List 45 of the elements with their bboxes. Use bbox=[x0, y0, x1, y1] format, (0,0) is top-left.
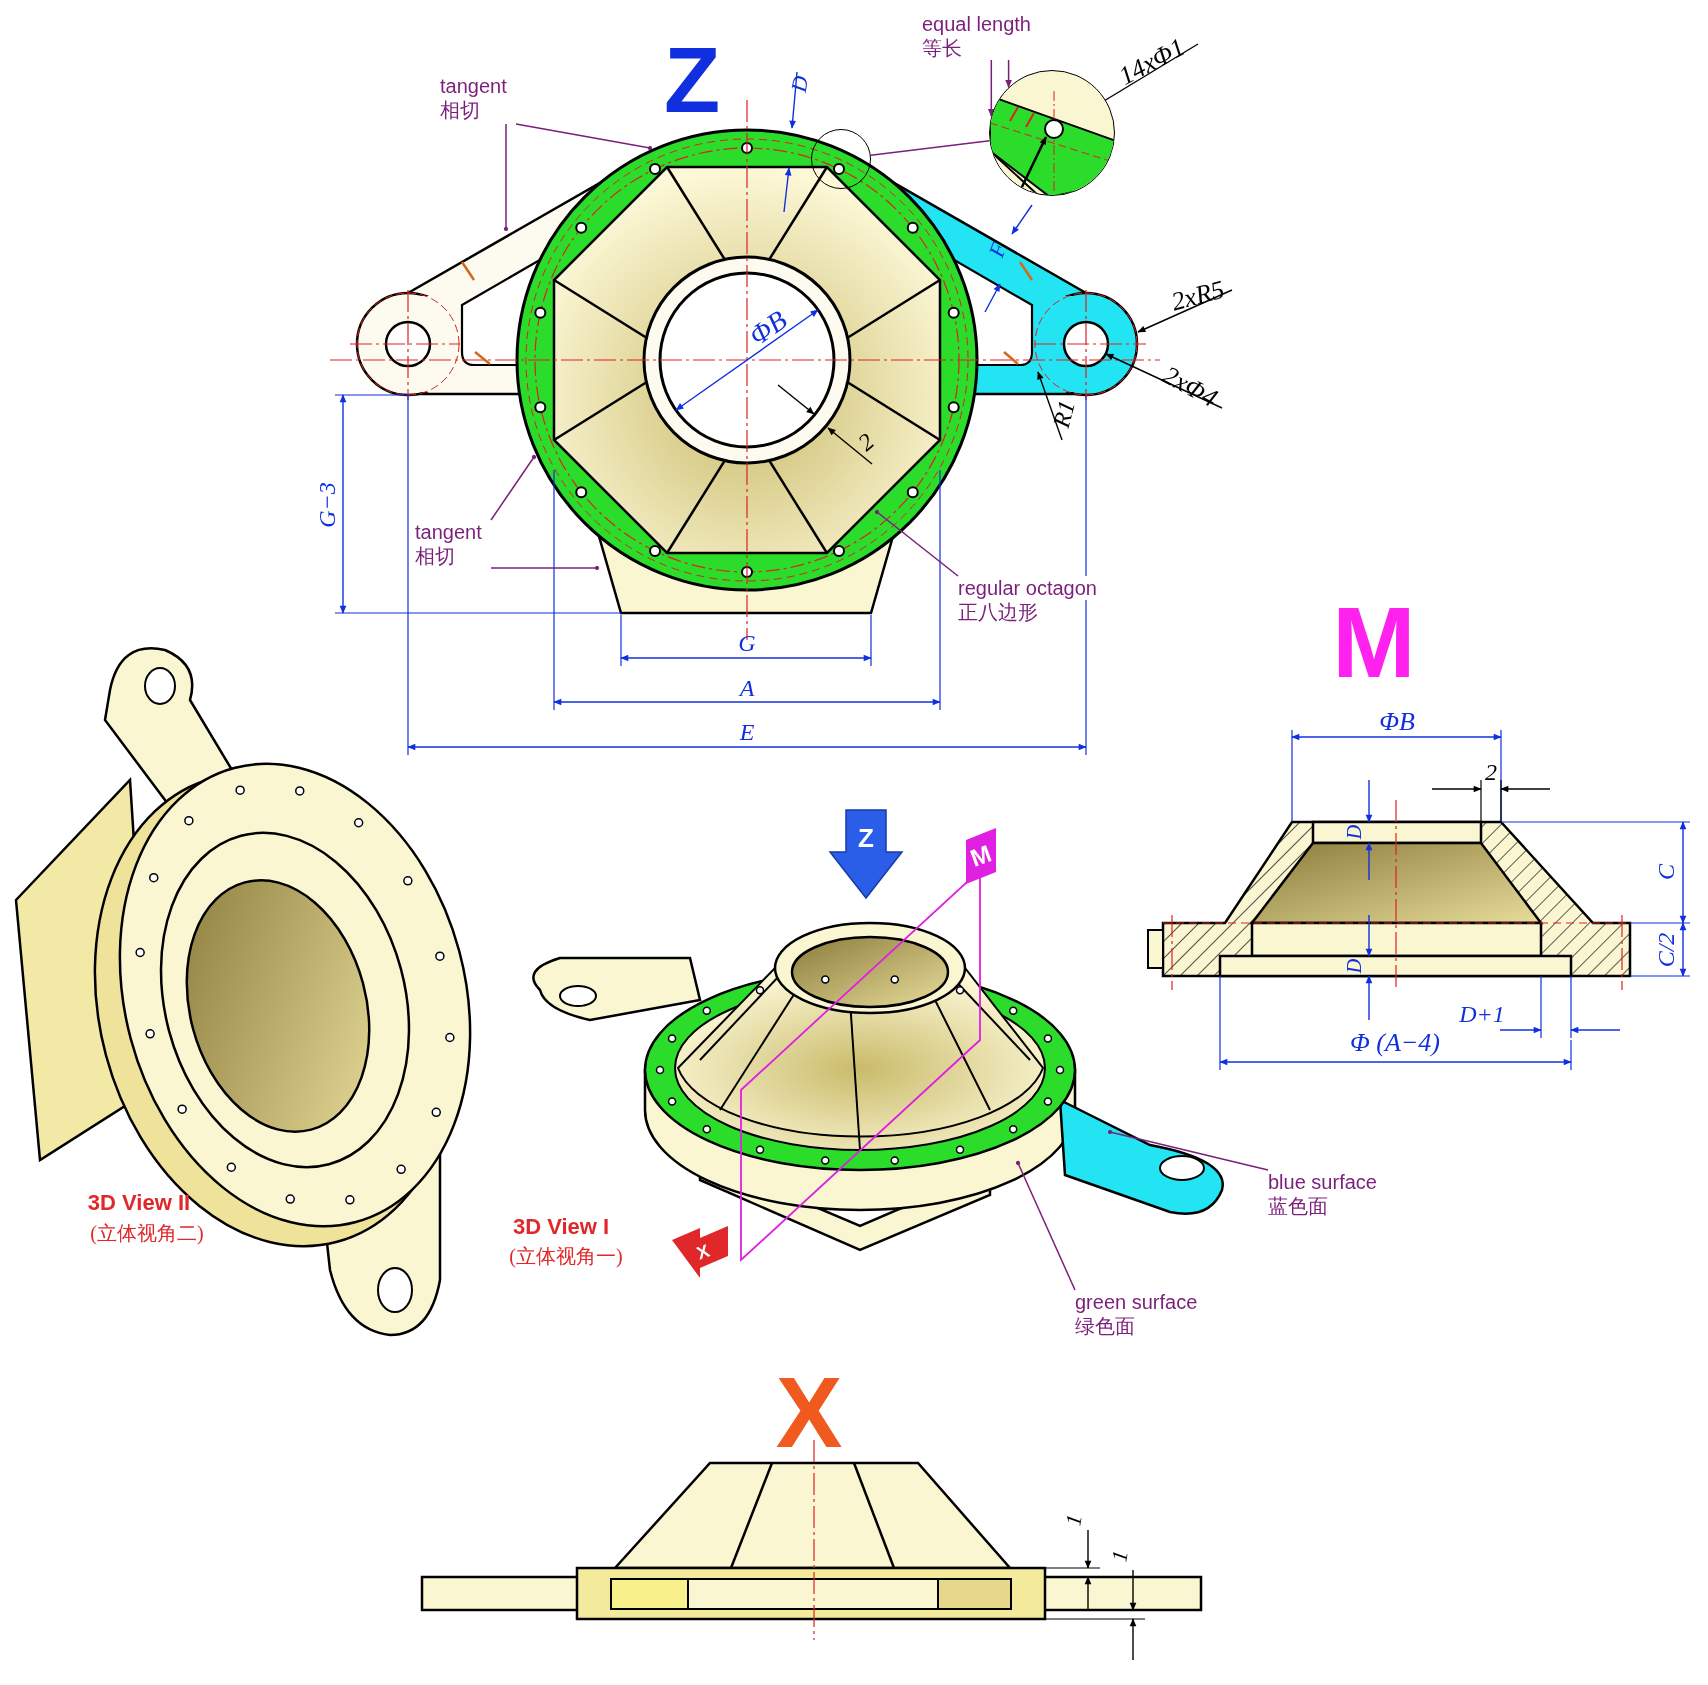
callout-text: 相切 bbox=[415, 544, 455, 568]
leader-line bbox=[874, 509, 959, 577]
view-letter: X bbox=[775, 1362, 843, 1462]
view-title: 3D View I bbox=[512, 1216, 610, 1238]
leader-line bbox=[490, 565, 600, 571]
leader-line bbox=[1107, 1129, 1269, 1171]
dimension-text: D bbox=[1344, 824, 1364, 840]
dimension-text: D+1 bbox=[1459, 1002, 1505, 1026]
dimension-text: E bbox=[739, 720, 755, 744]
dimension-text: F bbox=[985, 239, 1011, 261]
callout-text: regular octagon bbox=[958, 576, 1097, 600]
callout-text: 正八边形 bbox=[958, 600, 1038, 624]
dimension-text: 2xR5 bbox=[1168, 276, 1228, 316]
dimension-text: R1 bbox=[1048, 398, 1080, 430]
view-letter: M bbox=[1332, 592, 1416, 692]
dimension-text: ΦB bbox=[744, 305, 792, 351]
flag-letter: M bbox=[967, 841, 995, 871]
callout-text: 绿色面 bbox=[1075, 1314, 1135, 1338]
dimension-text: ΦB bbox=[1379, 709, 1415, 735]
leader-line bbox=[515, 123, 653, 151]
leader-line bbox=[1005, 59, 1012, 89]
dimension-text: C/2 bbox=[1654, 932, 1678, 968]
leader-line bbox=[490, 454, 537, 521]
leader-line bbox=[1015, 1160, 1076, 1291]
view-subtitle: (立体视角二) bbox=[90, 1223, 204, 1243]
leader-line bbox=[503, 123, 509, 232]
dimension-text: 1 bbox=[1108, 1548, 1132, 1564]
dimension-text: 1 bbox=[1062, 1512, 1086, 1528]
arrow-letter: X bbox=[694, 1241, 712, 1263]
view-letter: Z bbox=[663, 34, 721, 126]
dimension-text: Φ (A−4) bbox=[1350, 1030, 1440, 1056]
view-subtitle: (立体视角一) bbox=[509, 1246, 623, 1266]
callout-text: 等长 bbox=[922, 36, 962, 60]
dimension-text: C bbox=[1654, 864, 1678, 880]
view-title: 3D View II bbox=[87, 1192, 191, 1214]
dimension-text: G bbox=[738, 631, 756, 655]
dimension-text: A bbox=[739, 676, 755, 700]
dimension-text: G−3 bbox=[315, 482, 339, 528]
arrow-letter: Z bbox=[858, 825, 874, 851]
callout-text: 蓝色面 bbox=[1268, 1194, 1328, 1218]
callout-text: 相切 bbox=[440, 98, 480, 122]
leader-line bbox=[870, 139, 991, 157]
dimension-text: 2 bbox=[853, 428, 879, 456]
dimension-text: D bbox=[1344, 958, 1364, 974]
dimension-text: 2 bbox=[1485, 760, 1497, 784]
